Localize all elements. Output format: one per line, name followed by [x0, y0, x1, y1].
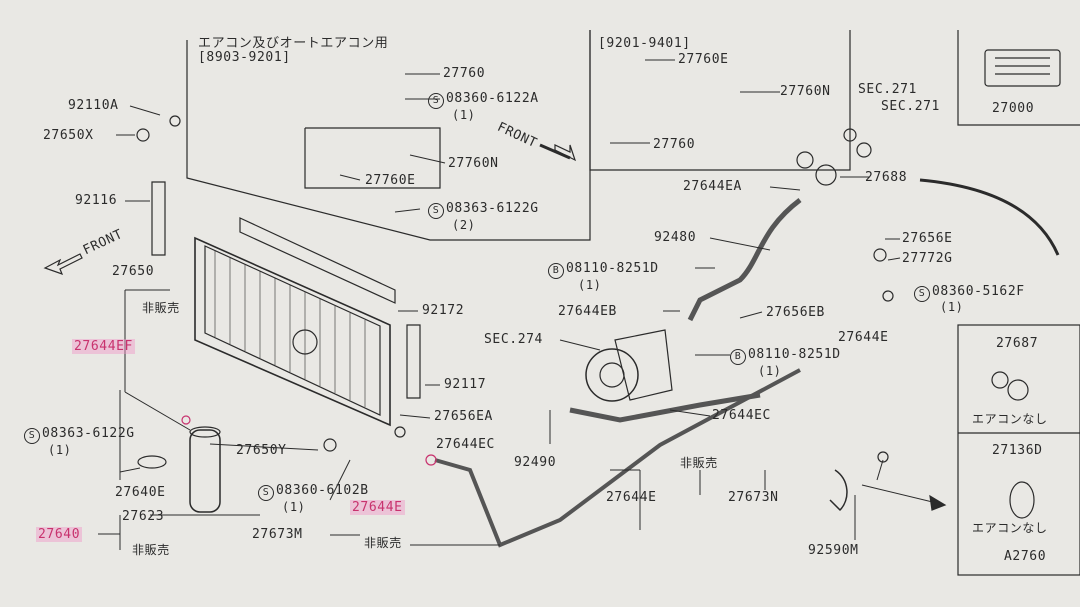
part-92172: 92172 [422, 303, 465, 318]
hose-suction [687, 198, 802, 322]
no-aircon-2: エアコンなし [972, 521, 1048, 535]
not-sold-4: 非販売 [680, 456, 718, 470]
seal-92116 [151, 181, 166, 256]
part-92117: 92117 [444, 377, 487, 392]
condenser [194, 236, 391, 427]
part-27644E-highlighted: 27644E [350, 500, 405, 515]
part-27760E-b: 27760E [678, 52, 729, 67]
part-27687: 27687 [996, 336, 1039, 351]
sec-274: SEC.274 [484, 332, 543, 347]
qty-1b: (1) [48, 443, 72, 457]
part-27760-a: 27760 [443, 66, 486, 81]
diagram-id: A2760 [1004, 549, 1047, 564]
sec-271-a: SEC.271 [858, 82, 917, 97]
label-plate [984, 49, 1061, 87]
part-27644E-c: 27644E [606, 490, 657, 505]
receiver-drier [137, 426, 221, 513]
part-27644EF: 27644EF [72, 339, 135, 354]
part-92490: 92490 [514, 455, 557, 470]
part-92116: 92116 [75, 193, 118, 208]
hose-27644EC [569, 392, 761, 423]
sec-271-b: SEC.271 [881, 99, 940, 114]
not-sold-3: 非販売 [364, 536, 402, 550]
not-sold-1: 非販売 [142, 301, 180, 315]
part-27760N-a: 27760N [448, 156, 499, 171]
part-27644E-b: 27644E [838, 330, 889, 345]
part-27640E: 27640E [115, 485, 166, 500]
part-27644EA: 27644EA [683, 179, 742, 194]
part-27136D: 27136D [992, 443, 1043, 458]
part-27688: 27688 [865, 170, 908, 185]
part-27656EA: 27656EA [434, 409, 493, 424]
part-27650Y: 27650Y [236, 443, 287, 458]
not-sold-2: 非販売 [132, 543, 170, 557]
part-27656E: 27656E [902, 231, 953, 246]
part-27772G: 27772G [902, 251, 953, 266]
title-note: エアコン及びオートエアコン用 [198, 36, 389, 51]
seal-92172 [239, 217, 396, 304]
seal-92117 [406, 324, 421, 399]
qty-1d: (1) [578, 278, 602, 292]
front-arrow-right [539, 143, 577, 162]
inset-frame-corner [957, 30, 1080, 126]
part-27644EC-a: 27644EC [436, 437, 495, 452]
part-27656EB: 27656EB [766, 305, 825, 320]
front-arrow-left [43, 253, 83, 276]
range-label-2: [9201-9401] [598, 36, 691, 51]
qty-1f: (1) [758, 364, 782, 378]
range-label-1: [8903-9201] [198, 50, 291, 65]
part-27650: 27650 [112, 264, 155, 279]
qty-1e: (1) [940, 300, 964, 314]
part-92480: 92480 [654, 230, 697, 245]
pipe-27673N [434, 368, 801, 548]
no-aircon-1: エアコンなし [972, 412, 1048, 426]
part-27673M: 27673M [252, 527, 303, 542]
inset-frame-right [589, 30, 851, 171]
part-27760N-b: 27760N [780, 84, 831, 99]
qty-2a: (2) [452, 218, 476, 232]
part-27650X: 27650X [43, 128, 94, 143]
part-27760-b: 27760 [653, 137, 696, 152]
part-92590M: 92590M [808, 543, 859, 558]
qty-1a: (1) [452, 108, 476, 122]
compressor [585, 329, 673, 402]
part-92110A: 92110A [68, 98, 119, 113]
part-27000: 27000 [992, 101, 1035, 116]
part-27673N: 27673N [728, 490, 779, 505]
qty-1c: (1) [282, 500, 306, 514]
part-27644EB: 27644EB [558, 304, 617, 319]
part-27760E-a: 27760E [365, 173, 416, 188]
part-27644EC-b: 27644EC [712, 408, 771, 423]
part-27640: 27640 [36, 527, 83, 542]
inset-box-27687 [957, 324, 1080, 576]
part-27623: 27623 [122, 509, 165, 524]
